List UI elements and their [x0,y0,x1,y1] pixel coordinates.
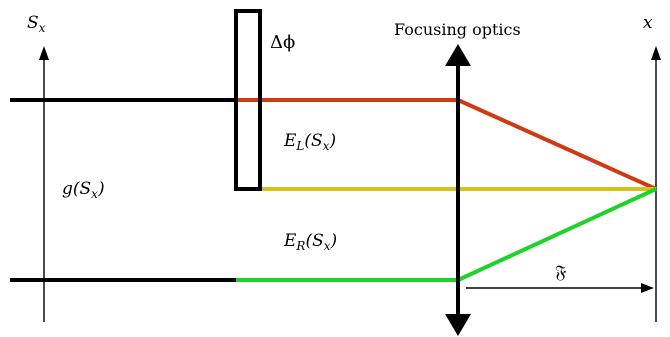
focal-length-arrow [466,283,654,293]
phase-plate [234,9,262,191]
lower-beam-focused [457,187,657,282]
g-sx-label: g(Sx) [62,179,105,201]
el-sx-label: EL(Sx) [283,131,336,153]
x-axis: x [643,13,661,322]
delta-phi-label: Δϕ [270,32,295,53]
lens-bottom-arrowhead [445,314,471,336]
sx-axis-arrowhead [39,46,49,60]
lens-top-arrowhead [445,44,471,66]
upper-beam-focused [457,98,657,191]
x-axis-label: x [643,13,653,33]
sx-axis: Sx [27,13,49,322]
x-axis-arrowhead [651,46,661,60]
focusing-lens [445,44,471,336]
er-sx-label: ER(Sx) [283,231,337,253]
sx-axis-label: Sx [27,13,46,35]
focusing-optics-label: Focusing optics [394,20,521,39]
focal-length-label: 𝔉 [555,262,566,283]
focal-length-arrowhead [641,283,654,293]
